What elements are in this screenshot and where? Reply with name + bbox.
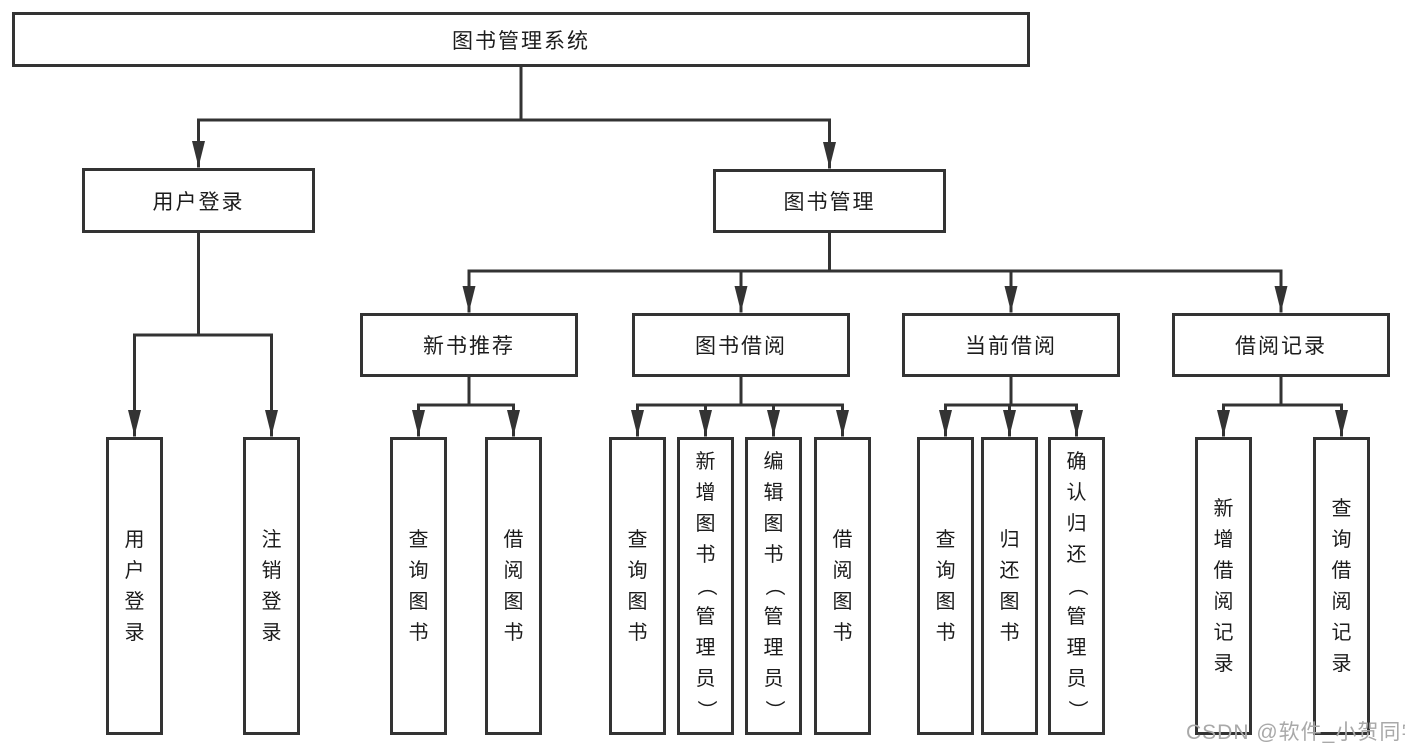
leaf-borrow-books-recommend: 借阅图书: [485, 437, 542, 735]
csdn-watermark: CSDN @软件_小贺同学: [1186, 721, 1405, 744]
leaf-logout: 注销登录: [243, 437, 300, 735]
leaf-edit-books-admin: 编辑图书（管理员）: [745, 437, 802, 735]
node-book-management-label: 图书管理: [783, 191, 876, 214]
leaf-borrow-books-label: 借阅图书: [832, 528, 853, 644]
node-book-borrow: 图书借阅: [632, 313, 850, 377]
leaf-confirm-return-admin-label: 确认归还（管理员）: [1065, 451, 1088, 720]
leaf-query-books-current: 查询图书: [917, 437, 974, 735]
node-book-management: 图书管理: [713, 169, 946, 233]
node-library-system: 图书管理系统: [12, 12, 1030, 67]
node-borrow-records: 借阅记录: [1172, 313, 1390, 377]
leaf-logout-label: 注销登录: [261, 528, 282, 644]
leaf-return-books: 归还图书: [981, 437, 1038, 735]
leaf-query-books-borrow-label: 查询图书: [627, 528, 648, 644]
leaf-add-books-admin-label: 新增图书（管理员）: [694, 451, 717, 720]
node-current-borrow: 当前借阅: [902, 313, 1120, 377]
leaf-query-books-recommend: 查询图书: [390, 437, 447, 735]
leaf-query-books-current-label: 查询图书: [935, 528, 956, 644]
node-library-system-label: 图书管理系统: [452, 29, 590, 53]
leaf-query-books-recommend-label: 查询图书: [408, 528, 429, 644]
leaf-add-borrow-record-label: 新增借阅记录: [1213, 497, 1234, 675]
leaf-user-login-label: 用户登录: [124, 528, 145, 644]
leaf-add-borrow-record: 新增借阅记录: [1195, 437, 1252, 735]
leaf-borrow-books-recommend-label: 借阅图书: [503, 528, 524, 644]
node-new-book-recommend: 新书推荐: [360, 313, 578, 377]
leaf-borrow-books: 借阅图书: [814, 437, 871, 735]
leaf-add-books-admin: 新增图书（管理员）: [677, 437, 734, 735]
leaf-query-borrow-record-label: 查询借阅记录: [1331, 497, 1352, 675]
node-book-borrow-label: 图书借阅: [695, 335, 787, 358]
node-new-book-recommend-label: 新书推荐: [423, 335, 515, 358]
node-user-login-label: 用户登录: [152, 190, 245, 214]
leaf-confirm-return-admin: 确认归还（管理员）: [1048, 437, 1105, 735]
node-borrow-records-label: 借阅记录: [1235, 335, 1327, 358]
leaf-query-books-borrow: 查询图书: [609, 437, 666, 735]
leaf-edit-books-admin-label: 编辑图书（管理员）: [762, 451, 785, 720]
leaf-query-borrow-record: 查询借阅记录: [1313, 437, 1370, 735]
leaf-user-login: 用户登录: [106, 437, 163, 735]
node-user-login: 用户登录: [82, 168, 315, 233]
node-current-borrow-label: 当前借阅: [965, 335, 1057, 358]
leaf-return-books-label: 归还图书: [999, 528, 1020, 644]
